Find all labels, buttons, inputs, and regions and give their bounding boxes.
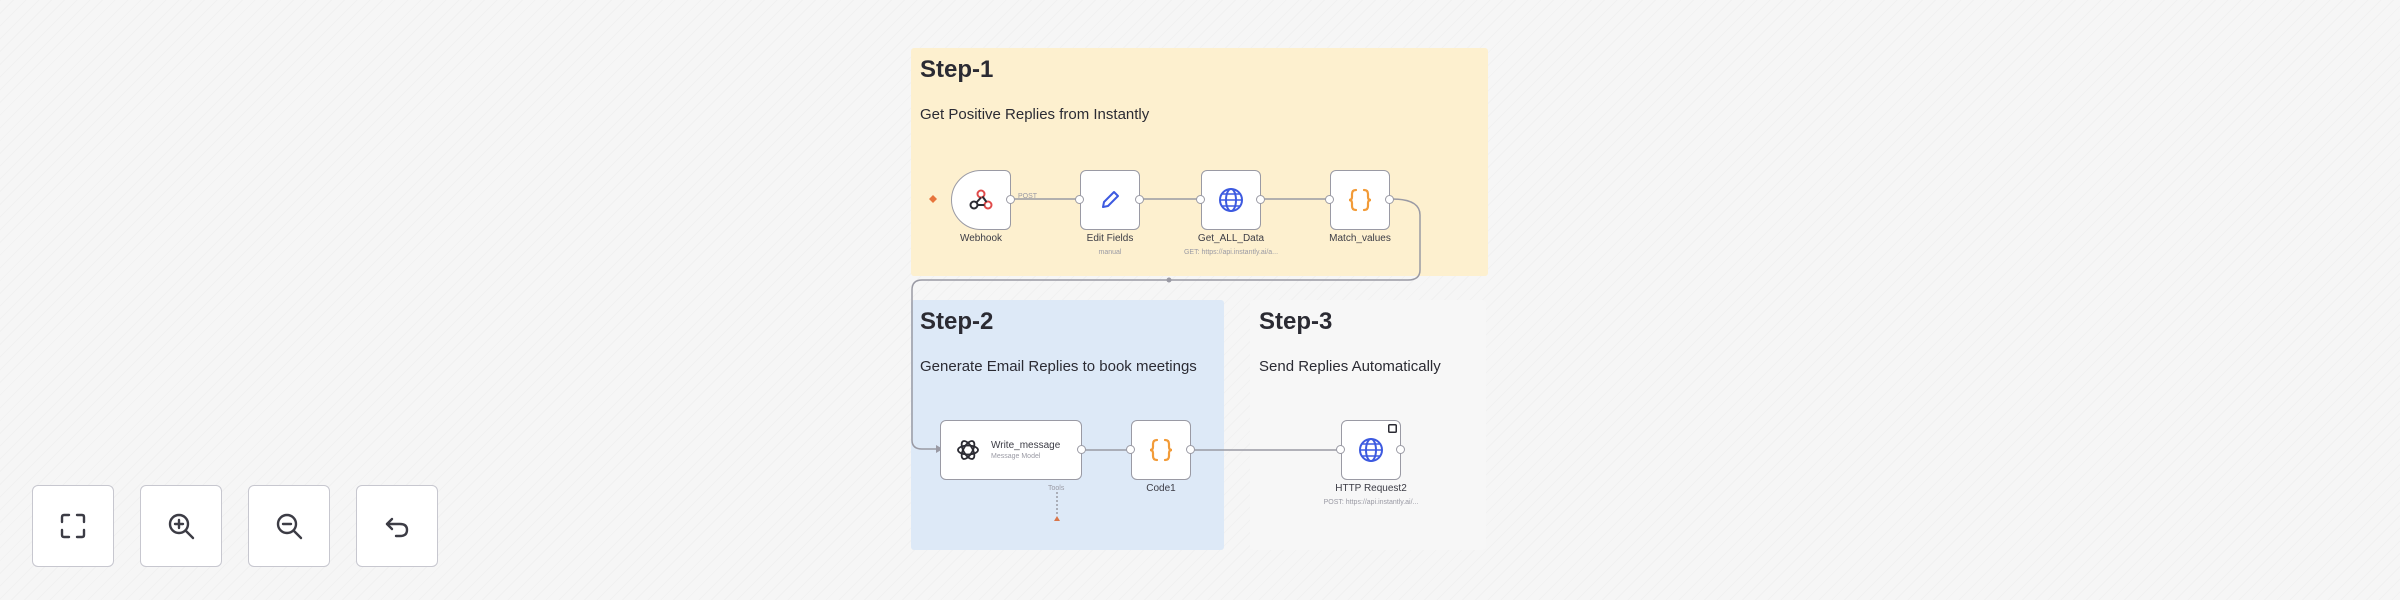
node-label: Edit Fields <box>1086 233 1134 244</box>
code-braces-icon <box>1348 188 1372 212</box>
undo-icon <box>385 517 409 538</box>
edge-label-post: POST <box>1018 193 1038 200</box>
tools-plus-icon <box>1054 516 1060 521</box>
node-http-request2[interactable] <box>1341 420 1401 480</box>
sticky-note-title: Step-3 <box>1259 308 1333 335</box>
node-subtitle: POST: https://api.instantly.ai/... <box>1323 499 1419 506</box>
node-subtitle: manual <box>1098 249 1122 256</box>
sticky-note-subtitle: Get Positive Replies from Instantly <box>920 106 1150 123</box>
code-braces-icon <box>1149 438 1173 462</box>
zoom-in-icon <box>168 513 195 540</box>
output-handle[interactable] <box>1006 195 1015 204</box>
node-label: Code1 <box>1146 483 1176 494</box>
output-handle[interactable] <box>1396 445 1405 454</box>
input-handle[interactable] <box>1336 445 1345 454</box>
arrowhead <box>936 445 943 453</box>
node-match-values[interactable] <box>1330 170 1390 230</box>
connection-midpoint <box>1166 277 1172 283</box>
zoom-out-button[interactable] <box>248 485 330 567</box>
node-subtitle: GET: https://api.instantly.ai/a... <box>1183 249 1279 256</box>
sticky-note-subtitle: Generate Email Replies to book meetings <box>920 358 1197 375</box>
node-label: Write_message <box>991 440 1061 451</box>
fit-view-button[interactable] <box>32 485 114 567</box>
pencil-icon <box>1102 191 1119 208</box>
reset-zoom-button[interactable] <box>356 485 438 567</box>
connection-match-values-write-message <box>911 198 1421 450</box>
input-handle[interactable] <box>1196 195 1205 204</box>
output-handle[interactable] <box>1135 195 1144 204</box>
output-handle[interactable] <box>1385 195 1394 204</box>
fit-view-icon <box>60 513 86 539</box>
sticky-note-subtitle: Send Replies Automatically <box>1259 358 1441 375</box>
node-webhook[interactable] <box>951 170 1011 230</box>
output-handle[interactable] <box>1077 445 1086 454</box>
zoom-out-icon <box>276 513 303 540</box>
sticky-note-step-1[interactable]: Step-1 Get Positive Replies from Instant… <box>911 48 1488 276</box>
node-get-all-data[interactable] <box>1201 170 1261 230</box>
stop-square-icon <box>1388 424 1397 433</box>
webhook-icon <box>969 189 993 210</box>
openai-icon <box>957 440 979 460</box>
node-edit-fields[interactable] <box>1080 170 1140 230</box>
sticky-note-title: Step-2 <box>920 308 994 335</box>
node-label: Webhook <box>959 233 1003 244</box>
output-handle[interactable] <box>1256 195 1265 204</box>
input-handle[interactable] <box>1325 195 1334 204</box>
node-write-message[interactable]: Write_message Message Model <box>940 420 1082 480</box>
zoom-in-button[interactable] <box>140 485 222 567</box>
node-subtitle: Message Model <box>991 453 1041 460</box>
node-label: Match_values <box>1329 233 1391 244</box>
globe-icon <box>1359 438 1383 462</box>
trigger-bolt-icon <box>929 195 937 203</box>
node-code1[interactable] <box>1131 420 1191 480</box>
edge-label-tools: Tools <box>1048 485 1065 492</box>
node-label: Get_ALL_Data <box>1197 233 1265 244</box>
sticky-note-title: Step-1 <box>920 56 994 83</box>
node-label: HTTP Request2 <box>1335 483 1407 494</box>
input-handle[interactable] <box>1075 195 1084 204</box>
input-handle[interactable] <box>1126 445 1135 454</box>
globe-icon <box>1219 188 1243 212</box>
output-handle[interactable] <box>1186 445 1195 454</box>
